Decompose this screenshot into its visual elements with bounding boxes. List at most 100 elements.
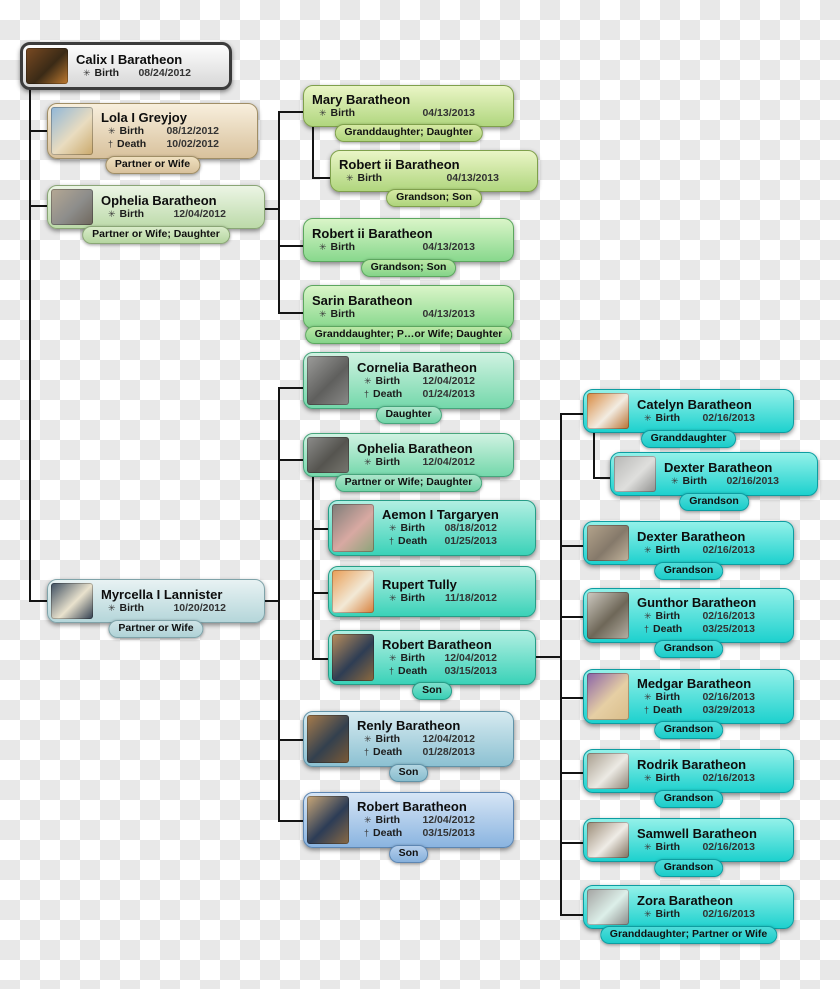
person-photo [51, 107, 93, 155]
relationship-badge: Son [412, 682, 452, 700]
connector-line-horizontal [560, 772, 584, 774]
birth-date: 04/13/2013 [422, 307, 475, 320]
person-photo [587, 889, 629, 925]
death-date: 01/28/2013 [422, 746, 475, 758]
person-name: Ophelia Baratheon [357, 440, 473, 456]
birth-icon: ✳ [108, 208, 116, 219]
connector-line-vertical [312, 126, 314, 179]
birth-label: Birth [357, 171, 383, 184]
person-photo [587, 393, 629, 429]
connector-line-horizontal [312, 177, 331, 179]
person-photo [614, 456, 656, 492]
relationship-badge: Partner or Wife; Daughter [334, 474, 483, 492]
birth-label: Birth [655, 411, 681, 424]
connector-line-horizontal [560, 616, 584, 618]
birth-icon: ✳ [644, 691, 652, 702]
birth-date: 02/16/2013 [702, 609, 755, 622]
connector-line-horizontal [593, 477, 611, 479]
person-name: Cornelia Baratheon [357, 359, 477, 375]
connector-line-horizontal [278, 387, 304, 389]
connector-line-horizontal [278, 459, 304, 461]
relationship-badge: Grandson [653, 859, 724, 877]
person-photo [332, 634, 374, 681]
birth-label: Birth [655, 771, 681, 784]
person-name: Gunthor Baratheon [637, 594, 757, 610]
birth-label: Birth [119, 125, 145, 137]
person-photo [332, 504, 374, 552]
connector-line-vertical [278, 387, 280, 822]
death-date: 01/24/2013 [422, 387, 475, 400]
person-name: Samwell Baratheon [637, 825, 757, 841]
birth-date: 04/13/2013 [422, 240, 475, 253]
birth-label: Birth [655, 543, 681, 556]
birth-label: Birth [330, 106, 356, 119]
birth-label: Birth [400, 592, 426, 604]
birth-label: Birth [400, 522, 426, 534]
person-photo [587, 822, 629, 858]
birth-icon: ✳ [319, 241, 327, 252]
connector-line-horizontal [264, 208, 280, 210]
birth-label: Birth [330, 307, 356, 320]
person-photo [307, 796, 349, 844]
birth-label: Birth [330, 240, 356, 253]
connector-line-horizontal [278, 820, 304, 822]
death-date: 10/02/2012 [166, 138, 219, 150]
person-name: Aemon I Targaryen [382, 507, 499, 522]
person-photo [307, 715, 349, 763]
connector-line-horizontal [29, 205, 48, 207]
birth-date: 12/04/2012 [422, 814, 475, 826]
birth-date: 02/16/2013 [702, 771, 755, 784]
birth-date: 02/16/2013 [702, 543, 755, 556]
birth-icon: ✳ [108, 602, 116, 613]
death-date: 03/25/2013 [702, 622, 755, 635]
connector-line-vertical [560, 413, 562, 916]
birth-date: 10/20/2012 [173, 601, 226, 614]
relationship-badge: Granddaughter; P…or Wife; Daughter [304, 326, 513, 344]
connector-line-horizontal [560, 842, 584, 844]
person-photo [26, 48, 68, 84]
death-date: 01/25/2013 [444, 535, 497, 547]
person-photo [587, 592, 629, 639]
connector-line-vertical [29, 88, 31, 602]
person-photo [307, 437, 349, 473]
